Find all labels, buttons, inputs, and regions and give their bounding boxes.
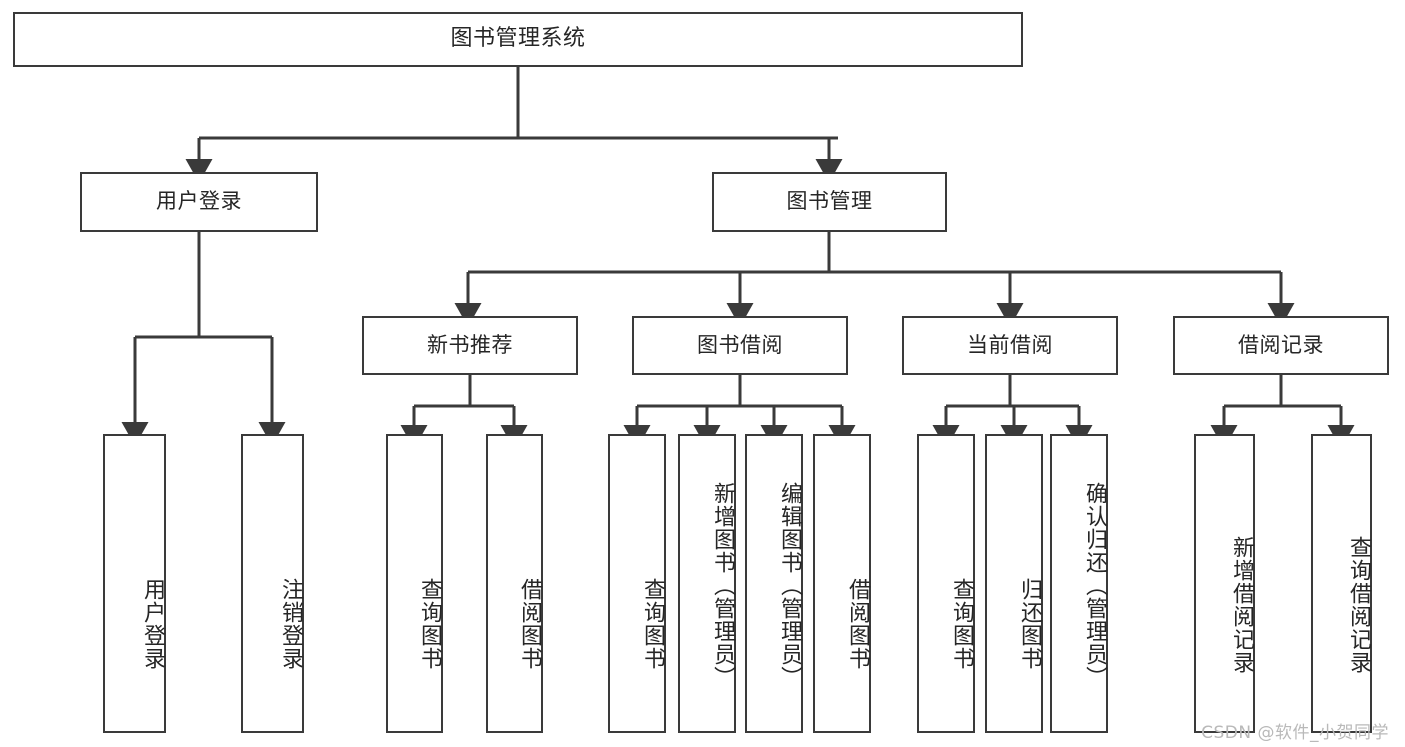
node-current-borrow-label: 当前借阅 — [967, 332, 1053, 357]
node-leaf-add-record[interactable]: 新增借阅记录 — [1194, 434, 1255, 733]
node-leaf-query-book-2[interactable]: 查询图书 — [608, 434, 666, 733]
node-leaf-query-book-1-label: 查询图书 — [417, 577, 442, 670]
node-leaf-add-record-label: 新增借阅记录 — [1229, 535, 1254, 674]
node-leaf-user-logout[interactable]: 注销登录 — [241, 434, 304, 733]
node-leaf-borrow-book-1[interactable]: 借阅图书 — [486, 434, 543, 733]
node-user-login-label: 用户登录 — [156, 189, 242, 214]
node-new-book-rec[interactable]: 新书推荐 — [362, 316, 578, 375]
node-borrow-record-label: 借阅记录 — [1238, 332, 1324, 357]
node-leaf-add-book[interactable]: 新增图书（管理员） — [678, 434, 736, 733]
node-book-borrow[interactable]: 图书借阅 — [632, 316, 848, 375]
node-leaf-borrow-book-2[interactable]: 借阅图书 — [813, 434, 871, 733]
node-leaf-user-login-label: 用户登录 — [140, 577, 165, 670]
node-leaf-query-book-1[interactable]: 查询图书 — [386, 434, 443, 733]
node-book-manage[interactable]: 图书管理 — [712, 172, 947, 232]
node-book-borrow-label: 图书借阅 — [697, 332, 783, 357]
node-leaf-query-book-3-label: 查询图书 — [949, 577, 974, 670]
node-leaf-confirm-return[interactable]: 确认归还（管理员） — [1050, 434, 1108, 733]
node-leaf-query-record[interactable]: 查询借阅记录 — [1311, 434, 1372, 733]
node-leaf-add-book-label: 新增图书（管理员） — [710, 482, 735, 689]
node-leaf-borrow-book-1-label: 借阅图书 — [517, 577, 542, 670]
node-leaf-query-record-label: 查询借阅记录 — [1346, 535, 1371, 674]
csdn-watermark: CSDN @软件_小贺同学 — [1201, 723, 1389, 743]
node-leaf-confirm-return-label: 确认归还（管理员） — [1082, 482, 1107, 689]
node-leaf-query-book-2-label: 查询图书 — [640, 577, 665, 670]
node-leaf-user-login[interactable]: 用户登录 — [103, 434, 166, 733]
node-book-manage-label: 图书管理 — [786, 189, 873, 214]
node-leaf-return-book[interactable]: 归还图书 — [985, 434, 1043, 733]
node-current-borrow[interactable]: 当前借阅 — [902, 316, 1118, 375]
node-borrow-record[interactable]: 借阅记录 — [1173, 316, 1389, 375]
node-leaf-return-book-label: 归还图书 — [1017, 577, 1042, 670]
node-user-login[interactable]: 用户登录 — [80, 172, 318, 232]
node-new-book-rec-label: 新书推荐 — [427, 332, 513, 357]
node-root[interactable]: 图书管理系统 — [13, 12, 1023, 67]
node-leaf-edit-book-label: 编辑图书（管理员） — [777, 482, 802, 689]
node-root-label: 图书管理系统 — [450, 26, 586, 52]
node-leaf-borrow-book-2-label: 借阅图书 — [845, 577, 870, 670]
node-leaf-query-book-3[interactable]: 查询图书 — [917, 434, 975, 733]
node-leaf-user-logout-label: 注销登录 — [278, 577, 303, 670]
node-leaf-edit-book[interactable]: 编辑图书（管理员） — [745, 434, 803, 733]
